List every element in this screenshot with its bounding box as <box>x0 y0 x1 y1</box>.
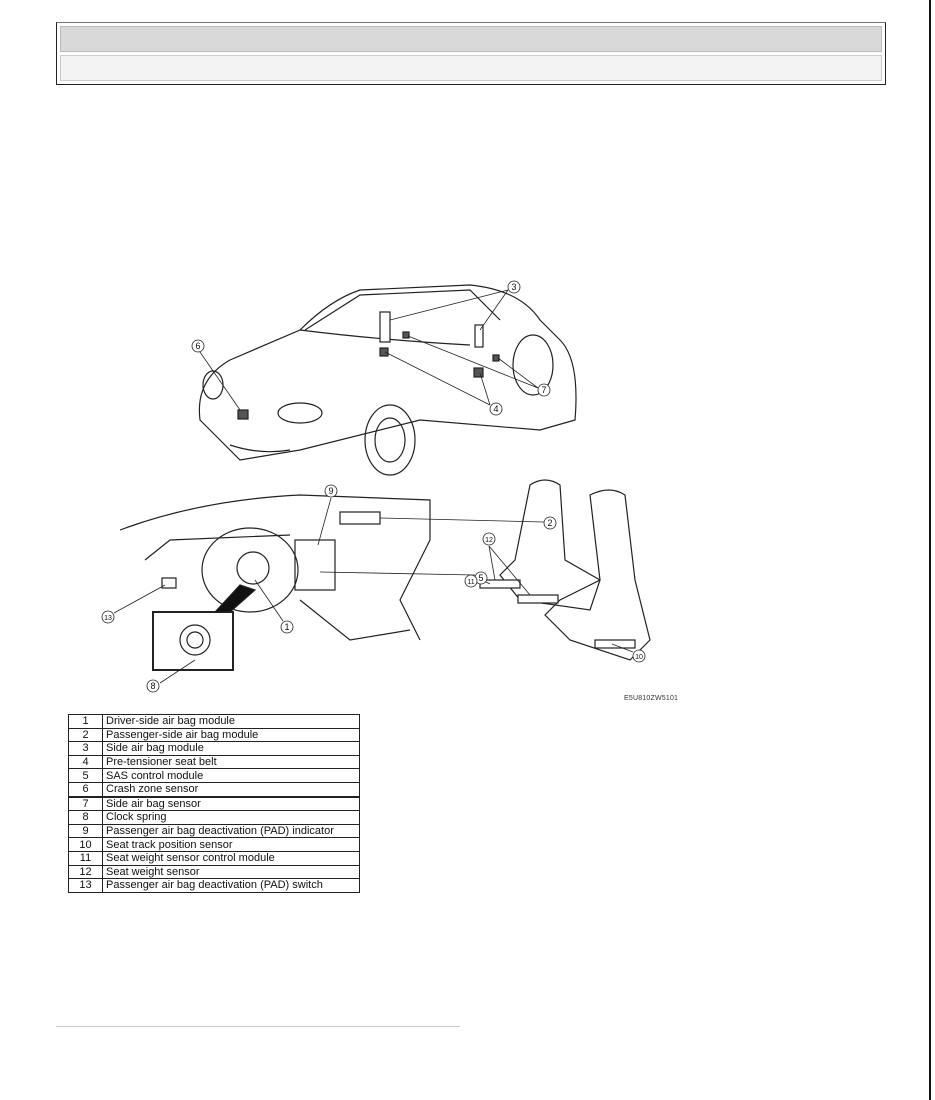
callout-12: 12 <box>482 532 496 546</box>
legend-label: Seat weight sensor control module <box>102 850 360 866</box>
header-box <box>56 22 886 85</box>
legend-label: SAS control module <box>102 768 360 783</box>
legend-label: Crash zone sensor <box>102 781 360 798</box>
svg-text:12: 12 <box>485 537 493 544</box>
callout-10: 10 <box>632 649 646 663</box>
callout-4: 4 <box>489 402 503 416</box>
header-subtitle-bar <box>60 55 882 81</box>
svg-text:9: 9 <box>328 486 333 496</box>
svg-text:4: 4 <box>493 404 498 414</box>
figure-code: E5U810ZW5101 <box>624 695 679 702</box>
legend-number: 10 <box>68 837 103 852</box>
callout-13: 13 <box>101 610 115 624</box>
legend-label: Driver-side air bag module <box>102 714 360 729</box>
footer-rule <box>56 1026 460 1027</box>
legend-number: 6 <box>68 781 103 798</box>
callout-8: 8 <box>146 679 160 693</box>
legend-number: 3 <box>68 741 103 756</box>
legend-number: 5 <box>68 768 103 783</box>
legend-number: 12 <box>68 864 103 880</box>
legend-number: 13 <box>68 878 103 893</box>
legend-number: 11 <box>68 850 103 866</box>
legend-number: 4 <box>68 754 103 770</box>
callout-11: 11 <box>464 574 478 588</box>
svg-text:6: 6 <box>195 341 200 351</box>
svg-text:13: 13 <box>104 615 112 622</box>
legend-label: Seat weight sensor <box>102 864 360 880</box>
svg-text:3: 3 <box>511 282 516 292</box>
legend-label: Pre-tensioner seat belt <box>102 754 360 770</box>
car-illustration <box>198 284 577 476</box>
svg-text:5: 5 <box>478 573 483 583</box>
callout-1: 1 <box>280 620 294 634</box>
legend-label: Passenger air bag deactivation (PAD) swi… <box>102 878 360 893</box>
callout-6: 6 <box>191 339 205 353</box>
dashboard-illustration <box>119 494 431 671</box>
page-edge-rule <box>929 0 931 1100</box>
seats-illustration <box>479 479 651 661</box>
svg-text:10: 10 <box>635 654 643 661</box>
legend-label: Passenger air bag deactivation (PAD) ind… <box>102 823 360 839</box>
legend-label: Passenger-side air bag module <box>102 727 360 743</box>
svg-text:11: 11 <box>467 579 474 586</box>
header-title-bar <box>60 26 882 52</box>
svg-text:2: 2 <box>547 518 552 528</box>
legend-number: 9 <box>68 823 103 839</box>
legend-number: 2 <box>68 727 103 743</box>
svg-text:7: 7 <box>541 385 546 395</box>
legend-label: Side air bag module <box>102 741 360 756</box>
callout-2: 2 <box>543 516 557 530</box>
svg-text:8: 8 <box>150 681 155 691</box>
airbag-component-location-diagram: 3 6 7 4 9 2 5 13 1 8 12 11 10 <box>101 280 651 693</box>
legend-label: Clock spring <box>102 810 360 825</box>
legend-number: 8 <box>68 810 103 825</box>
leader-lines <box>113 289 634 684</box>
legend-number: 7 <box>68 795 103 812</box>
callout-7: 7 <box>537 383 551 397</box>
legend-label: Seat track position sensor <box>102 837 360 852</box>
callout-3: 3 <box>507 280 521 294</box>
legend-number: 1 <box>68 714 103 729</box>
legend-label: Side air bag sensor <box>102 795 360 812</box>
svg-text:1: 1 <box>284 622 289 632</box>
callout-9: 9 <box>324 484 338 498</box>
